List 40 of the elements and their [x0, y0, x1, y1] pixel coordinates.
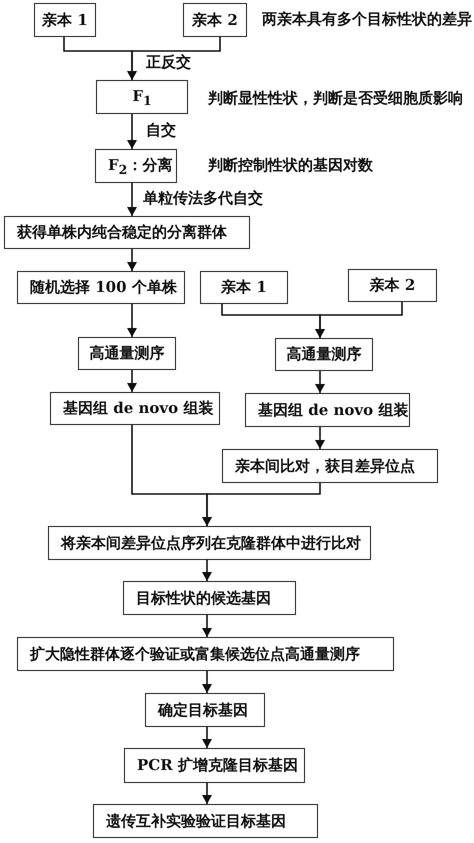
edge-label: 单粒传法多代自交 [142, 189, 264, 208]
arrow [127, 183, 137, 216]
note-text: 两亲本具有多个目标性状的差异 [262, 10, 472, 29]
arrow [315, 302, 403, 338]
arrow [202, 727, 212, 748]
process-box: 基因组 de novo 组装 [245, 393, 410, 427]
process-box: 目标性状的候选基因 [123, 581, 296, 615]
arrow [127, 37, 221, 80]
process-box: 高通量测序 [275, 338, 373, 371]
arrow [202, 671, 212, 693]
process-box: 亲本 1 [200, 271, 288, 304]
process-box: 遗传互补实验验证目标基因 [93, 804, 318, 838]
process-box: 扩大隐性群体逐个验证或富集候选位点高通量测序 [17, 637, 394, 671]
arrow [202, 783, 212, 804]
process-box: 亲本 2 [348, 269, 437, 302]
process-box: 基因组 de novo 组装 [50, 392, 220, 425]
arrow [202, 483, 321, 526]
arrow [127, 370, 137, 392]
process-box: 确定目标基因 [145, 693, 265, 727]
edge-label: 自交 [145, 121, 177, 140]
process-box: 随机选择 100 个单株 [17, 271, 185, 304]
edge-label: 正反交 [145, 53, 192, 72]
arrow [127, 114, 137, 149]
process-box: 获得单株内纯合稳定的分离群体 [4, 216, 250, 249]
arrow [202, 560, 212, 581]
note-text: 判断控制性状的基因对数 [208, 156, 373, 175]
arrow [202, 615, 212, 637]
process-box: PCR 扩增克隆目标基因 [124, 748, 305, 783]
process-box: F$_{2}$：分离 [95, 149, 177, 183]
process-box: F$_{1}$ [96, 80, 188, 114]
arrow [315, 371, 325, 393]
process-box: 高通量测序 [78, 337, 176, 370]
process-box: 亲本 2 [183, 3, 247, 37]
arrow [315, 427, 325, 449]
note-text: 判断显性性状，判断是否受细胞质影响 [208, 89, 463, 108]
process-box: 将亲本间差异位点序列在克隆群体中进行比对 [48, 526, 371, 560]
process-box: 亲本 1 [34, 3, 96, 37]
arrow [127, 249, 137, 271]
process-box: 亲本间比对，获目差异位点 [222, 449, 438, 483]
arrow [127, 304, 137, 337]
